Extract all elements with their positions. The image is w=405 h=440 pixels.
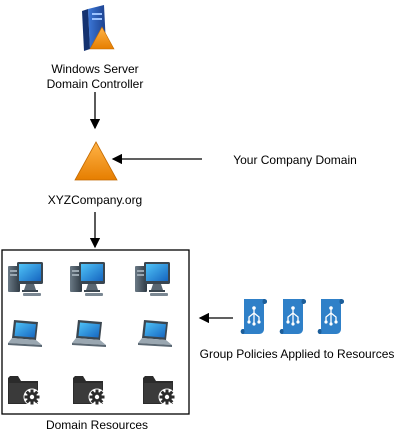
group-policies-annotation: Group Policies Applied to Resources	[199, 347, 395, 361]
group-policy-icon	[240, 298, 268, 335]
windows-server-icon	[82, 5, 115, 51]
domain-resources-label: Domain Resources	[45, 418, 149, 432]
desktop-computer-icon	[135, 262, 170, 296]
domain-controller-label-line2: Domain Controller	[46, 77, 144, 91]
domain-triangle-icon	[74, 141, 118, 181]
domain-controller-label: Windows Server Domain Controller	[25, 62, 165, 92]
desktop-computer-icon	[70, 262, 105, 296]
domain-name-label: XYZCompany.org	[47, 193, 143, 207]
desktop-computer-icon	[8, 262, 43, 296]
group-policy-icon	[317, 298, 345, 335]
group-policy-icon	[279, 298, 307, 335]
company-domain-annotation: Your Company Domain	[233, 153, 357, 167]
domain-controller-label-line1: Windows Server	[51, 62, 139, 76]
